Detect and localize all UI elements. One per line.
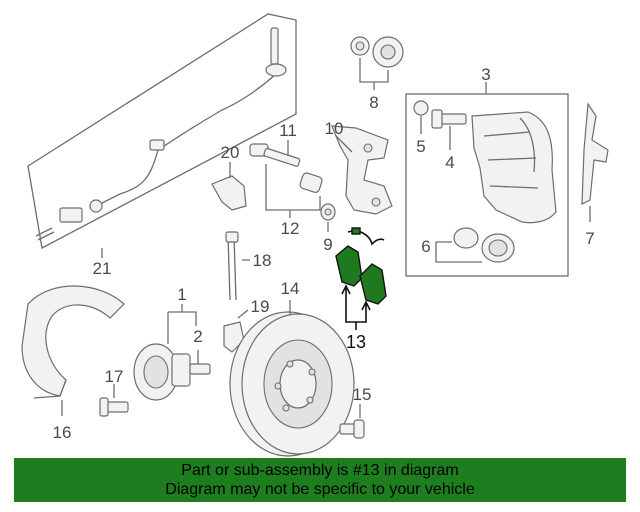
callout-7: 7 [585,229,594,248]
callout-15: 15 [353,385,372,404]
callout-21: 21 [93,259,112,278]
part-14-rotor [229,300,355,457]
callout-14: 14 [281,279,300,298]
callout-19: 19 [251,297,270,316]
callout-6: 6 [421,237,430,256]
callout-1: 1 [177,285,186,304]
part-15-bolt [339,404,365,439]
callout-3: 3 [481,65,490,84]
part-9-washer [320,203,336,232]
part-8-bushings [350,36,404,90]
part-18-line [225,231,250,301]
callout-9: 9 [323,235,332,254]
parts-diagram: 21 8 3 5 4 6 7 10 [21,13,609,457]
part-16-shield [21,285,125,416]
banner-line-1: Part or sub-assembly is #13 in diagram [181,462,459,479]
callout-8: 8 [369,93,378,112]
part-17-bolt [99,384,129,417]
callout-17: 17 [105,367,124,386]
callout-18: 18 [253,251,272,270]
part-5-4-hardware [413,100,467,150]
caliper-group-box [405,93,569,277]
callout-5: 5 [416,137,425,156]
part-7-clip [581,102,609,222]
part-10-carrier [331,125,393,215]
callout-10: 10 [325,119,344,138]
callout-11: 11 [279,121,297,140]
info-banner: Part or sub-assembly is #13 in diagram D… [14,458,626,502]
part-20-sensor [211,162,247,211]
callout-2: 2 [193,327,202,346]
part-13-brake-pads [335,227,387,330]
banner-line-2: Diagram may not be specific to your vehi… [165,481,475,498]
callout-13: 13 [346,332,366,352]
callout-12: 12 [281,219,300,238]
sensor-cable-group-box [27,13,297,249]
callout-4: 4 [445,153,454,172]
callout-20: 20 [221,143,240,162]
part-1-2-hub [133,304,211,401]
part-11-12-guide-pins [249,140,323,218]
callout-16: 16 [53,423,72,442]
